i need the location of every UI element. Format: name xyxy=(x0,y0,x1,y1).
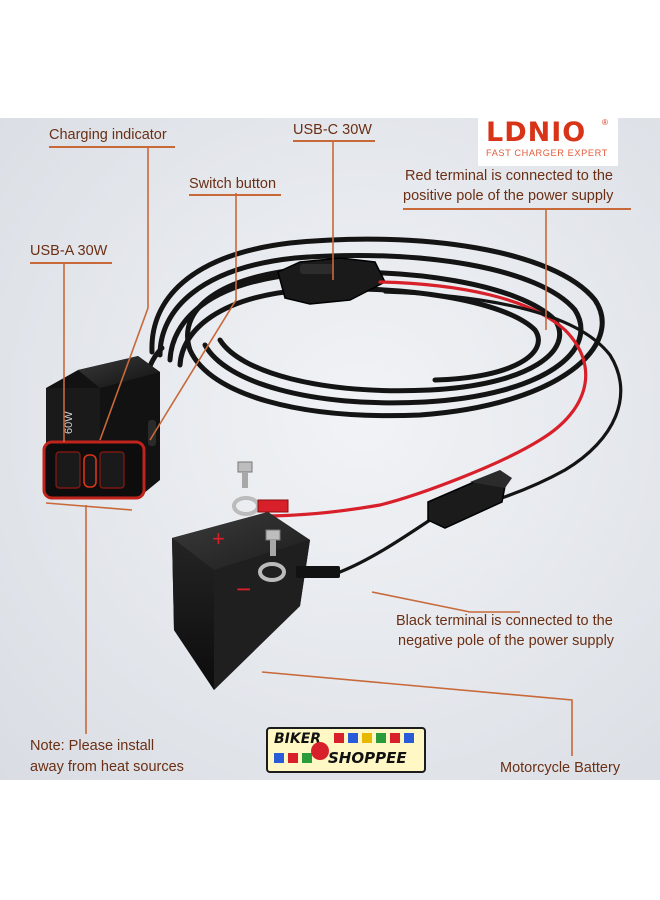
lead-wires xyxy=(260,280,623,574)
inline-fuse xyxy=(427,470,512,529)
label-usb-a: USB-A 30W xyxy=(30,243,108,259)
battery-negative-mark: − xyxy=(236,574,251,604)
label-motorcycle-battery: Motorcycle Battery xyxy=(500,760,621,776)
underline xyxy=(49,146,175,148)
watermark-line2: SHOPPEE xyxy=(328,749,407,767)
label-black-terminal-2: negative pole of the power supply xyxy=(398,633,615,649)
ldnio-logo: LDNIO ® FAST CHARGER EXPERT xyxy=(478,118,618,166)
underline xyxy=(189,194,281,196)
label-note-1: Note: Please install xyxy=(30,738,155,754)
logo-tagline: FAST CHARGER EXPERT xyxy=(486,148,608,158)
label-red-terminal-2: positive pole of the power supply xyxy=(403,188,614,204)
label-switch-button: Switch button xyxy=(189,176,277,192)
underline xyxy=(403,208,631,210)
underline xyxy=(293,140,375,142)
label-red-terminal-1: Red terminal is connected to the xyxy=(405,168,613,184)
label-usb-c: USB-C 30W xyxy=(293,122,372,138)
ring-terminals xyxy=(232,461,340,582)
motorcycle-battery: + − xyxy=(172,512,310,690)
logo-registered-mark: ® xyxy=(602,118,608,127)
watermark-line1: BIKER xyxy=(274,731,322,747)
watermark-decoration xyxy=(274,733,414,763)
label-charging-indicator: Charging indicator xyxy=(49,127,167,143)
charger-device: 60W xyxy=(42,356,160,500)
charger-power-text: 60W xyxy=(63,411,75,434)
biker-shoppee-watermark: BIKER SHOPPEE xyxy=(266,727,426,773)
label-note-2: away from heat sources xyxy=(30,759,184,775)
label-black-terminal-1: Black terminal is connected to the xyxy=(396,613,613,629)
usb-c-plug xyxy=(277,257,387,305)
battery-positive-mark: + xyxy=(212,526,225,551)
logo-wordmark: LDNIO xyxy=(486,117,587,148)
underline xyxy=(30,262,112,264)
leader-lines xyxy=(45,140,573,756)
